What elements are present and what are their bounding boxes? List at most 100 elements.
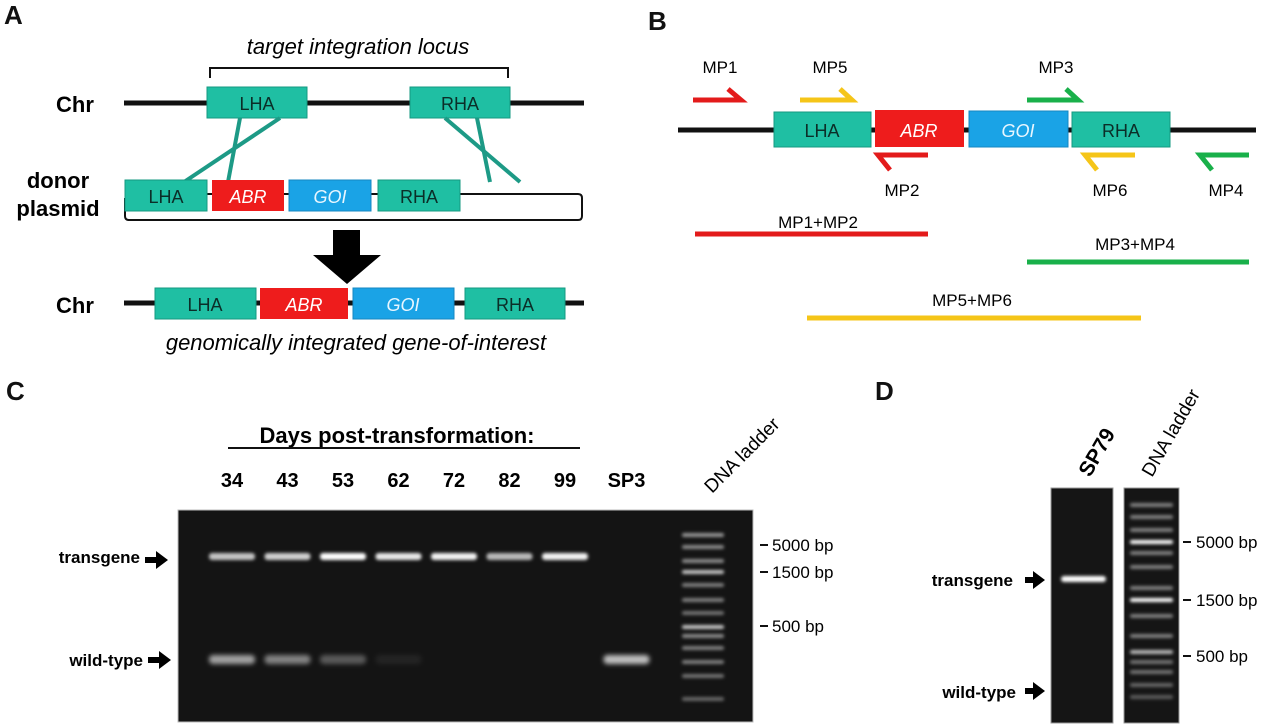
- lane-label-sp79: SP79: [1074, 425, 1120, 481]
- amplicon-mp3-mp4-label: MP3+MP4: [1095, 235, 1175, 254]
- ladder-band: [682, 646, 724, 650]
- marker-1500-c: 1500 bp: [772, 563, 833, 582]
- transgene-arrow-icon-c: [145, 551, 168, 569]
- lha-box-result: [154, 287, 257, 320]
- lha-label-donor: LHA: [148, 187, 183, 207]
- rha-label-result: RHA: [496, 295, 534, 315]
- transgene-band: [542, 553, 588, 560]
- primer-mp4-arrow-icon: [1194, 152, 1249, 172]
- ladder-label-d: DNA ladder: [1138, 385, 1205, 480]
- lha-label-result: LHA: [187, 295, 222, 315]
- gel-d-ladder-bands: [1130, 503, 1173, 699]
- ladder-band: [682, 570, 724, 574]
- wildtype-arrow-icon-c: [148, 651, 171, 669]
- wildtype-band: [375, 655, 422, 664]
- ladder-band: [1130, 660, 1173, 664]
- transgene-band: [431, 553, 477, 560]
- primer-mp5-label: MP5: [813, 58, 848, 77]
- rha-box-b: [1071, 111, 1171, 148]
- rha-label-chr: RHA: [441, 94, 479, 114]
- lha-label-chr: LHA: [239, 94, 274, 114]
- transgene-label-d: transgene: [932, 571, 1013, 590]
- marker-500-c: 500 bp: [772, 617, 824, 636]
- plasmid-label: plasmid: [16, 196, 99, 221]
- ladder-band: [1130, 586, 1173, 590]
- goi-box-b: [968, 110, 1069, 148]
- days-heading: Days post-transformation:: [259, 423, 534, 448]
- lane-label: SP3: [608, 470, 646, 492]
- wildtype-label-c: wild-type: [68, 651, 143, 670]
- ladder-band: [682, 598, 724, 602]
- marker-500-d: 500 bp: [1196, 647, 1248, 666]
- lane-label: 53: [332, 470, 354, 492]
- ladder-band: [1130, 670, 1173, 674]
- ladder-band: [1130, 528, 1173, 532]
- ladder-band: [682, 625, 724, 629]
- target-locus-label: target integration locus: [247, 34, 470, 59]
- goi-box-donor: [288, 179, 372, 212]
- rha-box-chr: [409, 86, 511, 119]
- amplicon-mp1-mp2-label: MP1+MP2: [778, 213, 858, 232]
- chr-label-bottom: Chr: [56, 293, 94, 318]
- amplicon-mp5-mp6-label: MP5+MP6: [932, 291, 1012, 310]
- ladder-band: [682, 674, 724, 678]
- panel-letter-d: D: [875, 376, 894, 406]
- panel-d: D SP79 DNA ladder transgene wild-type 50…: [875, 376, 1257, 724]
- ladder-band: [1130, 695, 1173, 699]
- rha-box-result: [464, 287, 566, 320]
- abr-label-donor: ABR: [228, 187, 266, 207]
- gel-d-ladder: [1123, 487, 1180, 724]
- chr-label-top: Chr: [56, 92, 94, 117]
- primer-mp2-arrow-icon: [872, 152, 928, 172]
- ladder-band: [1130, 540, 1173, 544]
- ladder-band: [1130, 614, 1173, 618]
- primer-mp2-label: MP2: [885, 181, 920, 200]
- ladder-band: [1130, 515, 1173, 519]
- lha-box-donor: [124, 179, 208, 212]
- primer-mp1-label: MP1: [703, 58, 738, 77]
- abr-box-result: [260, 288, 348, 319]
- wildtype-arrow-icon-d: [1025, 682, 1045, 700]
- primer-mp5-arrow-icon: [800, 87, 859, 103]
- ladder-band: [682, 611, 724, 615]
- lane-label: 34: [221, 470, 244, 492]
- goi-label-b: GOI: [1001, 121, 1034, 141]
- marker-5000-d: 5000 bp: [1196, 533, 1257, 552]
- abr-box-b: [875, 110, 964, 147]
- primer-mp1-arrow-icon: [693, 87, 748, 103]
- transgene-band: [320, 553, 366, 560]
- gel-c-bands: [209, 553, 650, 664]
- ladder-band: [682, 634, 724, 638]
- ladder-band: [1130, 565, 1173, 569]
- gel-c: [177, 509, 754, 723]
- marker-1500-d: 1500 bp: [1196, 591, 1257, 610]
- ladder-band: [1130, 650, 1173, 654]
- lane-label: 43: [276, 470, 298, 492]
- primer-mp4-label: MP4: [1209, 181, 1244, 200]
- transgene-band: [264, 553, 311, 560]
- transgene-band: [486, 553, 533, 560]
- transgene-label-c: transgene: [59, 548, 140, 567]
- ladder-band: [682, 533, 724, 537]
- lha-label-b: LHA: [804, 121, 839, 141]
- rha-label-b: RHA: [1102, 121, 1140, 141]
- panel-b: B LHA ABR GOI RHA MP1 MP5 MP3 MP2 MP6 MP…: [648, 6, 1256, 321]
- primer-mp3-arrow-icon: [1027, 87, 1085, 103]
- panel-letter-b: B: [648, 6, 667, 36]
- ladder-label-c: DNA ladder: [701, 414, 785, 498]
- wildtype-band: [209, 655, 255, 664]
- ladder-band: [1130, 551, 1173, 555]
- ladder-band: [682, 545, 724, 549]
- wildtype-band: [264, 655, 311, 664]
- lha-box-b: [773, 111, 872, 148]
- ladder-band: [1130, 634, 1173, 638]
- primer-mp6-label: MP6: [1093, 181, 1128, 200]
- panel-letter-a: A: [4, 0, 23, 30]
- abr-label-b: ABR: [899, 121, 937, 141]
- marker-5000-c: 5000 bp: [772, 536, 833, 555]
- wildtype-band: [603, 655, 650, 664]
- ladder-band: [1130, 503, 1173, 507]
- abr-box-donor: [212, 180, 284, 211]
